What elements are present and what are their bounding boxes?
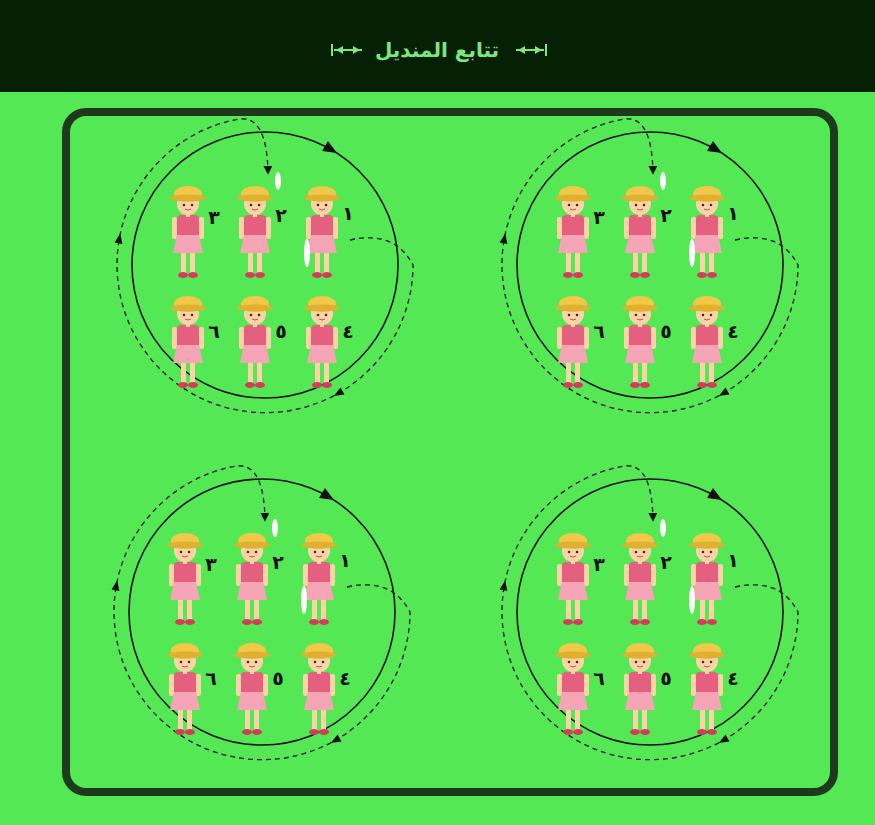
callout-number: ٢ (275, 206, 287, 225)
callout-number: ٤ (342, 322, 354, 341)
callout-number: ٦ (593, 322, 605, 341)
callout-number: ١ (342, 204, 354, 223)
relay-circle (500, 119, 798, 413)
callout-number: ٦ (205, 669, 217, 688)
relay-circle (112, 466, 410, 760)
callout-number: ٢ (660, 553, 672, 572)
relay-circle (500, 466, 798, 760)
callout-number: ١ (727, 204, 739, 223)
relay-circle (115, 119, 413, 413)
callout-number: ٦ (593, 669, 605, 688)
callout-number: ٥ (660, 322, 672, 341)
callout-number: ٣ (208, 208, 220, 227)
callout-number: ٣ (593, 208, 605, 227)
diagram-title: تتابع المنديل (375, 38, 499, 62)
callout-number: ١ (727, 551, 739, 570)
callout-number: ٥ (272, 669, 284, 688)
callout-number: ٥ (275, 322, 287, 341)
callout-number: ٦ (208, 322, 220, 341)
callout-number: ٢ (660, 206, 672, 225)
callout-number: ٤ (727, 669, 739, 688)
callout-number: ٣ (205, 555, 217, 574)
callout-number: ٢ (272, 553, 284, 572)
callout-number: ٣ (593, 555, 605, 574)
callout-number: ١ (339, 551, 351, 570)
field-border (66, 112, 834, 792)
callout-number: ٤ (727, 322, 739, 341)
callout-number: ٤ (339, 669, 351, 688)
callout-number: ٥ (660, 669, 672, 688)
title-band (0, 0, 875, 92)
